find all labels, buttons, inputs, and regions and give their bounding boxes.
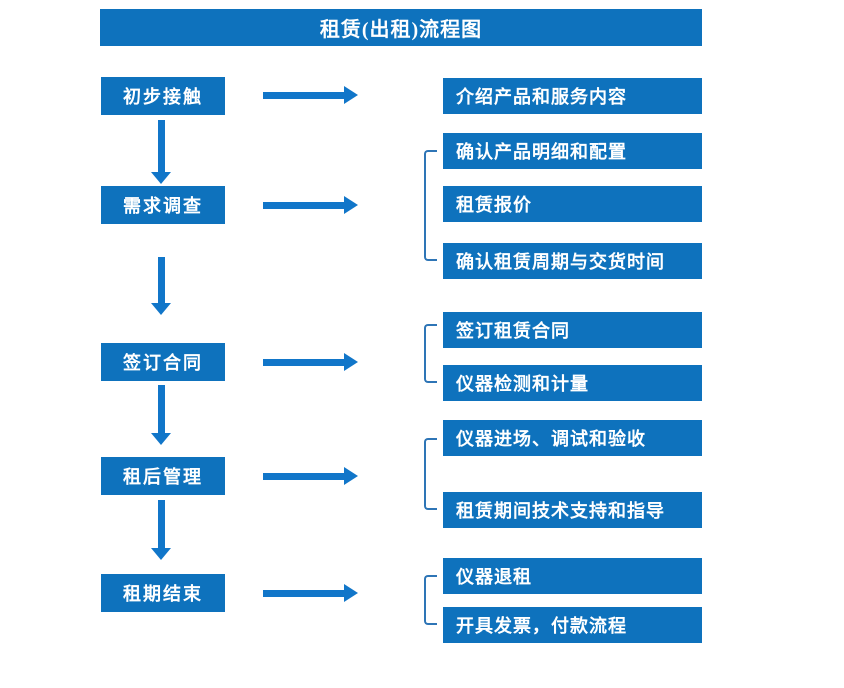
right-arrow-icon <box>263 196 358 214</box>
arrow-head <box>151 303 171 315</box>
arrow-head <box>344 86 358 104</box>
detail-box-tech-support: 租赁期间技术支持和指导 <box>443 492 702 528</box>
down-arrow-icon <box>151 120 171 184</box>
arrow-head <box>344 196 358 214</box>
right-arrow-icon <box>263 353 358 371</box>
right-arrow-icon <box>263 584 358 602</box>
detail-box-instrument-inspection: 仪器检测和计量 <box>443 365 702 401</box>
arrow-head <box>151 433 171 445</box>
stage-box-rental-end: 租期结束 <box>101 574 225 612</box>
detail-box-rental-quote: 租赁报价 <box>443 186 702 222</box>
right-arrow-icon <box>263 467 358 485</box>
group-bracket-icon <box>424 150 437 261</box>
stage-box-initial-contact: 初步接触 <box>101 77 225 115</box>
detail-box-instrument-setup: 仪器进场、调试和验收 <box>443 420 702 456</box>
arrow-head <box>344 353 358 371</box>
group-bracket-icon <box>424 324 437 383</box>
detail-box-instrument-return: 仪器退租 <box>443 558 702 594</box>
group-bracket-icon <box>424 438 437 510</box>
group-bracket-icon <box>424 575 437 625</box>
arrow-shaft <box>263 472 344 480</box>
stage-box-sign-contract: 签订合同 <box>101 343 225 381</box>
arrow-head <box>151 548 171 560</box>
arrow-shaft <box>263 91 344 99</box>
arrow-shaft <box>157 257 165 303</box>
arrow-head <box>344 584 358 602</box>
right-arrow-icon <box>263 86 358 104</box>
arrow-head <box>344 467 358 485</box>
detail-box-introduce-products: 介绍产品和服务内容 <box>443 78 702 114</box>
stage-box-demand-survey: 需求调查 <box>101 186 225 224</box>
down-arrow-icon <box>151 500 171 560</box>
detail-box-confirm-period-delivery: 确认租赁周期与交货时间 <box>443 243 702 279</box>
page-title: 租赁(出租)流程图 <box>100 9 702 46</box>
detail-box-confirm-product-config: 确认产品明细和配置 <box>443 133 702 169</box>
arrow-shaft <box>263 201 344 209</box>
detail-box-invoice-payment: 开具发票，付款流程 <box>443 607 702 643</box>
arrow-head <box>151 172 171 184</box>
arrow-shaft <box>157 500 165 548</box>
arrow-shaft <box>157 385 165 433</box>
arrow-shaft <box>263 589 344 597</box>
down-arrow-icon <box>151 385 171 445</box>
stage-box-post-rental: 租后管理 <box>101 457 225 495</box>
arrow-shaft <box>263 358 344 366</box>
detail-box-sign-rental-contract: 签订租赁合同 <box>443 312 702 348</box>
arrow-shaft <box>157 120 165 172</box>
down-arrow-icon <box>151 257 171 315</box>
